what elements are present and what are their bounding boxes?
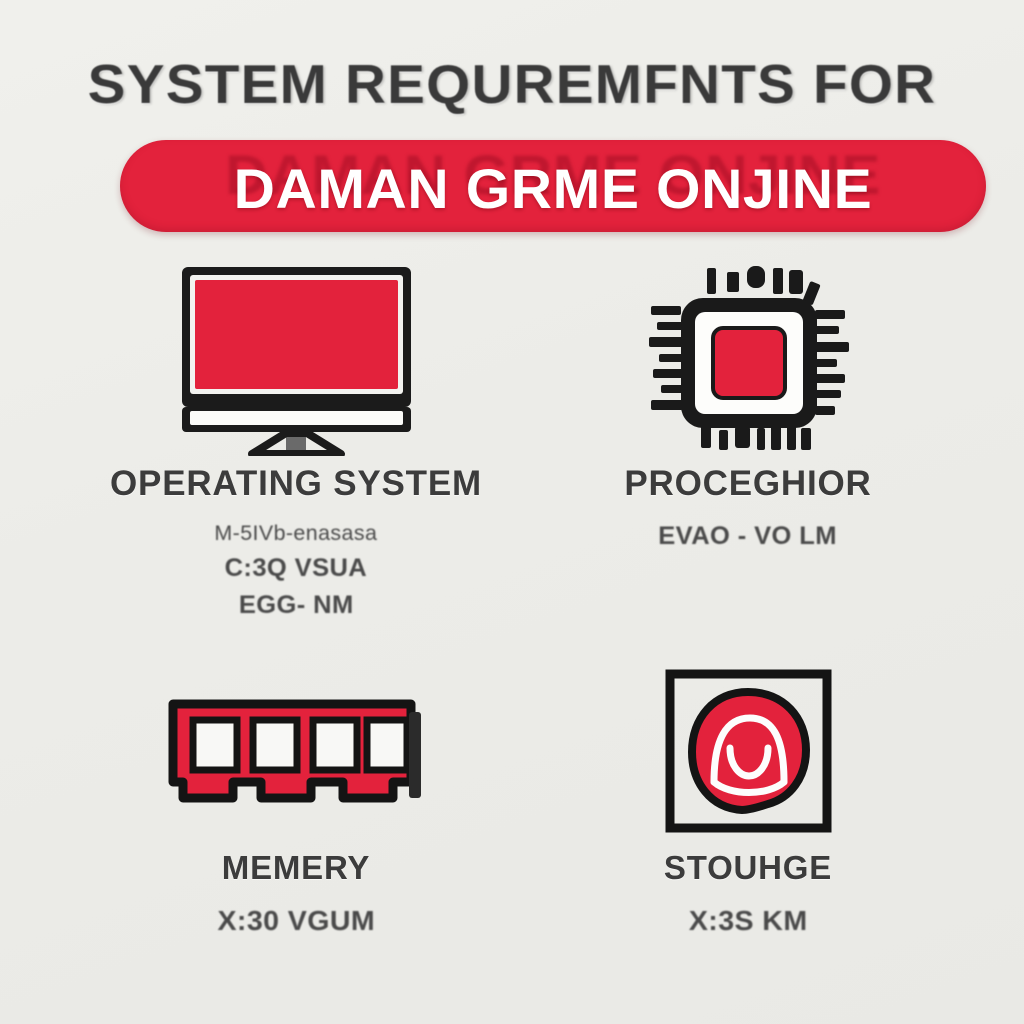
requirement-detail: M-5IVb-enasasa [214,522,378,545]
requirement-detail: X:30 VGUM [217,905,375,936]
requirement-detail: C:3Q VSUA [224,554,368,582]
requirement-item-operating-system: OPERATING SYSTEM M-5IVb-enasasa C:3Q VSU… [60,258,532,620]
requirement-label: MEMERY [221,849,371,886]
header: SYSTEM REQUREMFNTS FOR [0,56,1024,112]
cpu-chip-icon [512,258,984,458]
banner-background: DAMAN GRME ONJINE DAMAN GRME ONJINE [120,140,986,232]
banner-text-shadow: DAMAN GRME ONJINE [225,143,881,206]
requirement-detail: EVAO - VO LM [658,522,838,550]
monitor-icon [60,258,532,458]
requirement-item-storage: STOUHGE X:3S KM [512,658,984,937]
title-banner: DAMAN GRME ONJINE DAMAN GRME ONJINE [120,140,986,232]
requirement-item-processor: PROCEGHIOR EVAO - VO LM [512,258,984,551]
requirement-label: OPERATING SYSTEM [110,464,482,503]
page-title: SYSTEM REQUREMFNTS FOR [87,53,937,115]
requirement-item-memory: MEMERY X:30 VGUM [60,658,532,937]
requirement-detail-list: X:30 VGUM [60,905,532,937]
requirement-detail-list: EVAO - VO LM [512,522,984,551]
ram-module-icon [60,658,532,843]
banner-title: DAMAN GRME ONJINE [233,157,873,220]
requirement-label: STOUHGE [663,849,833,886]
requirements-grid: OPERATING SYSTEM M-5IVb-enasasa C:3Q VSU… [40,258,984,958]
requirement-detail-list: M-5IVb-enasasa C:3Q VSUA EGG- NM [60,522,532,620]
requirement-detail: EGG- NM [238,591,354,619]
requirement-label: PROCEGHIOR [624,464,872,503]
requirement-detail-list: X:3S KM [512,905,984,937]
requirement-detail: X:3S KM [688,905,808,936]
storage-drive-icon [512,658,984,843]
